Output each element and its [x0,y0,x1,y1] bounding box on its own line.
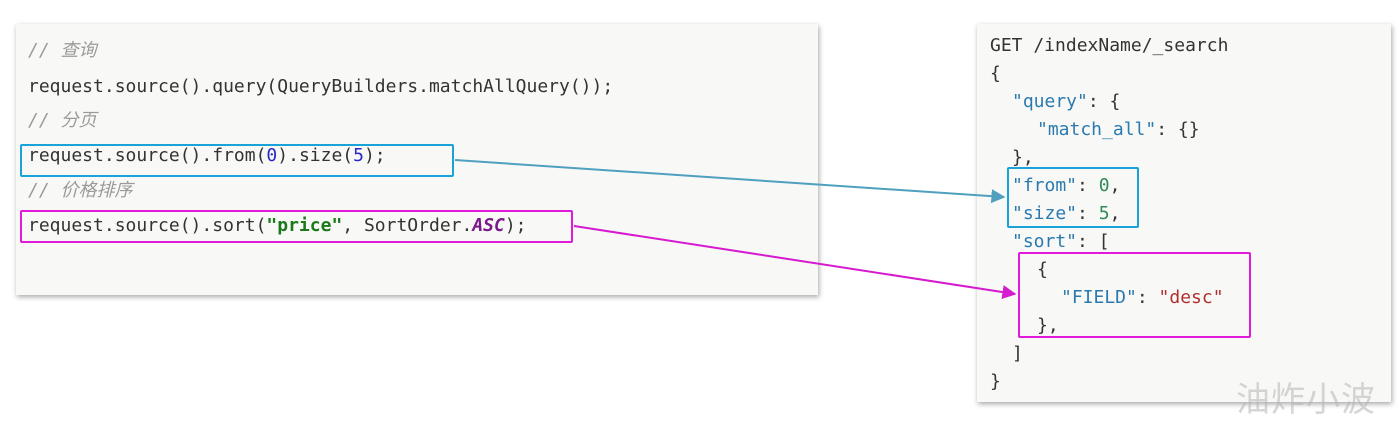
json-size-value: 5 [1098,203,1110,224]
sort-prefix: request.source().sort( [28,215,267,236]
paging-prefix: request.source().from( [28,145,267,166]
comment-paging: // 分页 [28,110,97,131]
json-query-after: : { [1087,91,1121,112]
code-line-query: request.source().query(QueryBuilders.mat… [28,76,614,97]
json-query-close: }, [1012,147,1034,168]
json-field-key: "FIELD" [1061,287,1137,308]
json-size-sep: : [1077,203,1099,224]
json-size-key: "size" [1012,203,1078,224]
json-size-comma: , [1109,203,1121,224]
json-sort-line: "sort": [ [1012,231,1110,253]
json-sort-after: : [ [1077,231,1110,252]
json-size-line: "size": 5, [1012,203,1120,225]
json-query-line: "query": { [1012,91,1120,113]
json-match-all-key: "match_all" [1037,119,1157,140]
json-sort-obj-close: }, [1037,315,1059,336]
json-from-key: "from" [1012,175,1078,196]
json-from-line: "from": 0, [1012,175,1120,197]
dsl-paging-highlight-box [1007,167,1139,228]
sort-field-string: "price" [266,215,343,236]
request-line: GET /indexName/_search [990,35,1229,56]
json-sort-close: ] [1012,343,1023,364]
dsl-sort-highlight-box [1018,252,1251,338]
paging-suffix: ); [363,145,386,166]
sort-highlight-box [20,210,573,243]
json-field-value: "desc" [1158,287,1224,308]
comment-query: // 查询 [28,40,97,61]
dsl-code-panel: GET /indexName/_search { "query": { "mat… [977,24,1391,402]
json-open-brace: { [990,63,1001,84]
sort-order-enum: ASC [472,215,505,236]
json-from-comma: , [1109,175,1121,196]
paging-mid: ).size( [277,145,354,166]
paging-highlight-box [20,144,454,177]
json-from-value: 0 [1098,175,1110,196]
code-line-sort: request.source().sort("price", SortOrder… [28,215,527,237]
comment-sort: // 价格排序 [28,180,133,201]
json-sort-key: "sort" [1012,231,1078,252]
json-field-sep: : [1136,287,1159,308]
json-match-all-line: "match_all": {} [1037,119,1200,141]
json-close-brace: } [990,371,1001,392]
watermark-text: 油炸小波 [1236,380,1376,420]
json-match-all-after: : {} [1156,119,1200,140]
sort-suffix: ); [504,215,527,236]
json-field-line: "FIELD": "desc" [1061,287,1224,309]
paging-size-value: 5 [353,145,364,166]
paging-from-value: 0 [266,145,278,166]
sort-mid: , SortOrder. [342,215,473,236]
code-line-paging: request.source().from(0).size(5); [28,145,386,167]
json-from-sep: : [1077,175,1099,196]
json-sort-obj-open: { [1037,259,1048,280]
json-query-key: "query" [1012,91,1088,112]
